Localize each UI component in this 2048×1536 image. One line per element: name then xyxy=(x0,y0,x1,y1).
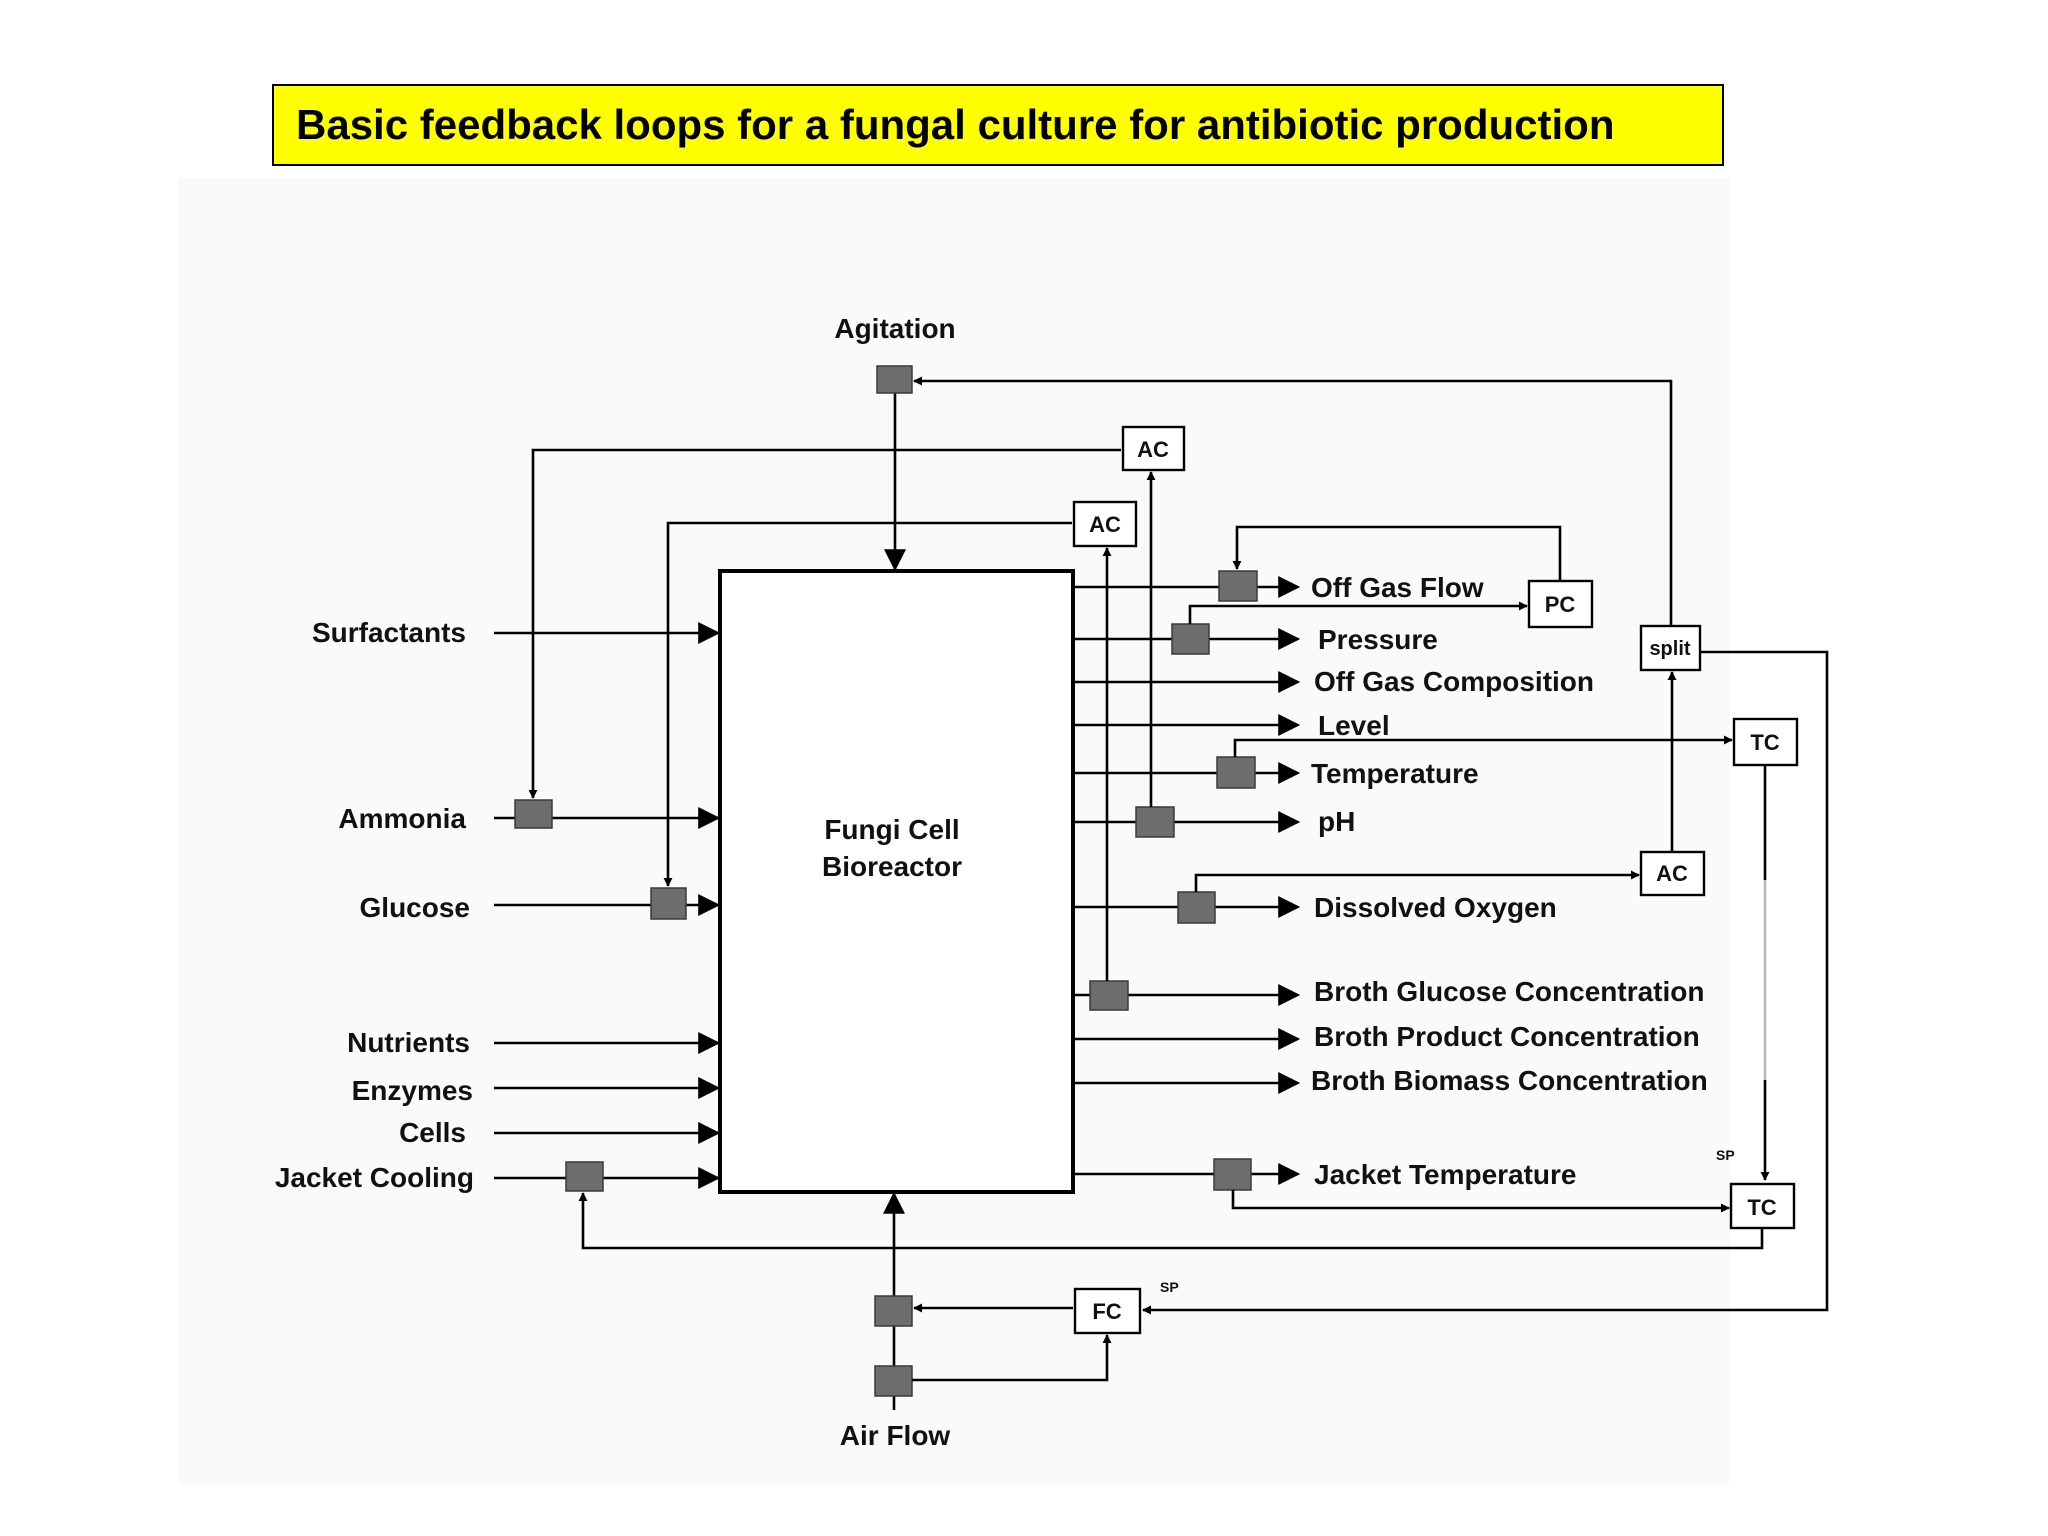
dissolved-oxygen-valve[interactable] xyxy=(1177,891,1216,924)
agitation-valve[interactable] xyxy=(876,365,913,394)
jacket-temperature-label: Jacket Temperature xyxy=(1314,1159,1577,1190)
surfactants-label: Surfactants xyxy=(312,617,466,648)
off-gas-composition-label: Off Gas Composition xyxy=(1314,666,1594,697)
air-flow-control-valve[interactable] xyxy=(874,1295,913,1327)
temperature-valve[interactable] xyxy=(1216,756,1256,789)
dissolved-oxygen-label: Dissolved Oxygen xyxy=(1314,892,1557,923)
tc-temperature-label: TC xyxy=(1750,730,1779,755)
nutrients-label: Nutrients xyxy=(347,1027,470,1058)
ac-do-label: AC xyxy=(1656,861,1688,886)
ammonia-valve[interactable] xyxy=(514,799,553,829)
do-to-ac-line xyxy=(1194,870,1640,892)
air-flow-measure-valve[interactable] xyxy=(874,1365,913,1397)
tc-to-jacket-cooling-valve-line xyxy=(578,1192,1764,1250)
jacket-cooling-valve[interactable] xyxy=(565,1161,604,1192)
page-title: Basic feedback loops for a fungal cultur… xyxy=(272,84,1724,166)
ac-glucose-label: AC xyxy=(1089,512,1121,537)
ac-to-glucose-valve-line xyxy=(663,521,1072,887)
temperature-to-tc-line xyxy=(1233,735,1733,757)
cells-label: Cells xyxy=(399,1117,466,1148)
reactor-label-line1: Fungi Cell xyxy=(824,814,959,845)
split-label: split xyxy=(1649,638,1690,660)
bioreactor-vessel xyxy=(718,569,1075,1194)
tc-jacket-controller[interactable] xyxy=(1729,1182,1796,1230)
pc-controller[interactable] xyxy=(1527,579,1594,629)
ac-glucose-controller[interactable] xyxy=(1072,500,1138,548)
glucose-label: Glucose xyxy=(360,892,470,923)
pc-label: PC xyxy=(1545,592,1576,617)
ac-do-controller[interactable] xyxy=(1639,850,1706,897)
ac-ammonia-controller[interactable] xyxy=(1121,425,1186,472)
air-measure-to-fc-line xyxy=(912,1334,1112,1382)
fc-controller[interactable] xyxy=(1073,1287,1142,1335)
broth-biomass-label: Broth Biomass Concentration xyxy=(1311,1065,1708,1096)
ph-valve[interactable] xyxy=(1135,806,1175,838)
fc-setpoint-label: SP xyxy=(1160,1279,1179,1295)
jacket-temp-to-tc-line xyxy=(1231,1190,1730,1213)
broth-glucose-label: Broth Glucose Concentration xyxy=(1314,976,1704,1007)
jacket-cooling-label: Jacket Cooling xyxy=(275,1162,474,1193)
tc-jacket-setpoint-label: SP xyxy=(1716,1147,1735,1163)
ac-to-ammonia-valve-line xyxy=(528,448,1121,799)
enzymes-label: Enzymes xyxy=(352,1075,473,1106)
off-gas-flow-label: Off Gas Flow xyxy=(1311,572,1484,603)
reactor-label-line2: Bioreactor xyxy=(822,851,962,882)
pressure-valve[interactable] xyxy=(1171,623,1210,655)
level-label: Level xyxy=(1318,710,1390,741)
tc-temperature-controller[interactable] xyxy=(1732,717,1799,767)
jacket-temperature-valve[interactable] xyxy=(1213,1158,1252,1191)
broth-glucose-valve[interactable] xyxy=(1089,980,1129,1011)
split-to-fc-line xyxy=(1142,650,1829,1315)
temperature-label: Temperature xyxy=(1311,758,1479,789)
ac-ammonia-label: AC xyxy=(1137,437,1169,462)
pressure-to-pc-line xyxy=(1188,601,1528,624)
pressure-label: Pressure xyxy=(1318,624,1438,655)
fc-label: FC xyxy=(1092,1299,1121,1324)
broth-product-label: Broth Product Concentration xyxy=(1314,1021,1700,1052)
agitation-label: Agitation xyxy=(834,313,955,344)
split-to-agitation-line xyxy=(913,376,1673,635)
split-block[interactable] xyxy=(1639,624,1702,672)
ammonia-label: Ammonia xyxy=(338,803,466,834)
ph-label: pH xyxy=(1318,806,1355,837)
glucose-valve[interactable] xyxy=(650,887,687,920)
air-flow-label: Air Flow xyxy=(840,1420,951,1451)
pc-to-off-gas-valve-line xyxy=(1232,525,1562,581)
off-gas-flow-valve[interactable] xyxy=(1218,570,1258,602)
tc-jacket-label: TC xyxy=(1747,1195,1776,1220)
